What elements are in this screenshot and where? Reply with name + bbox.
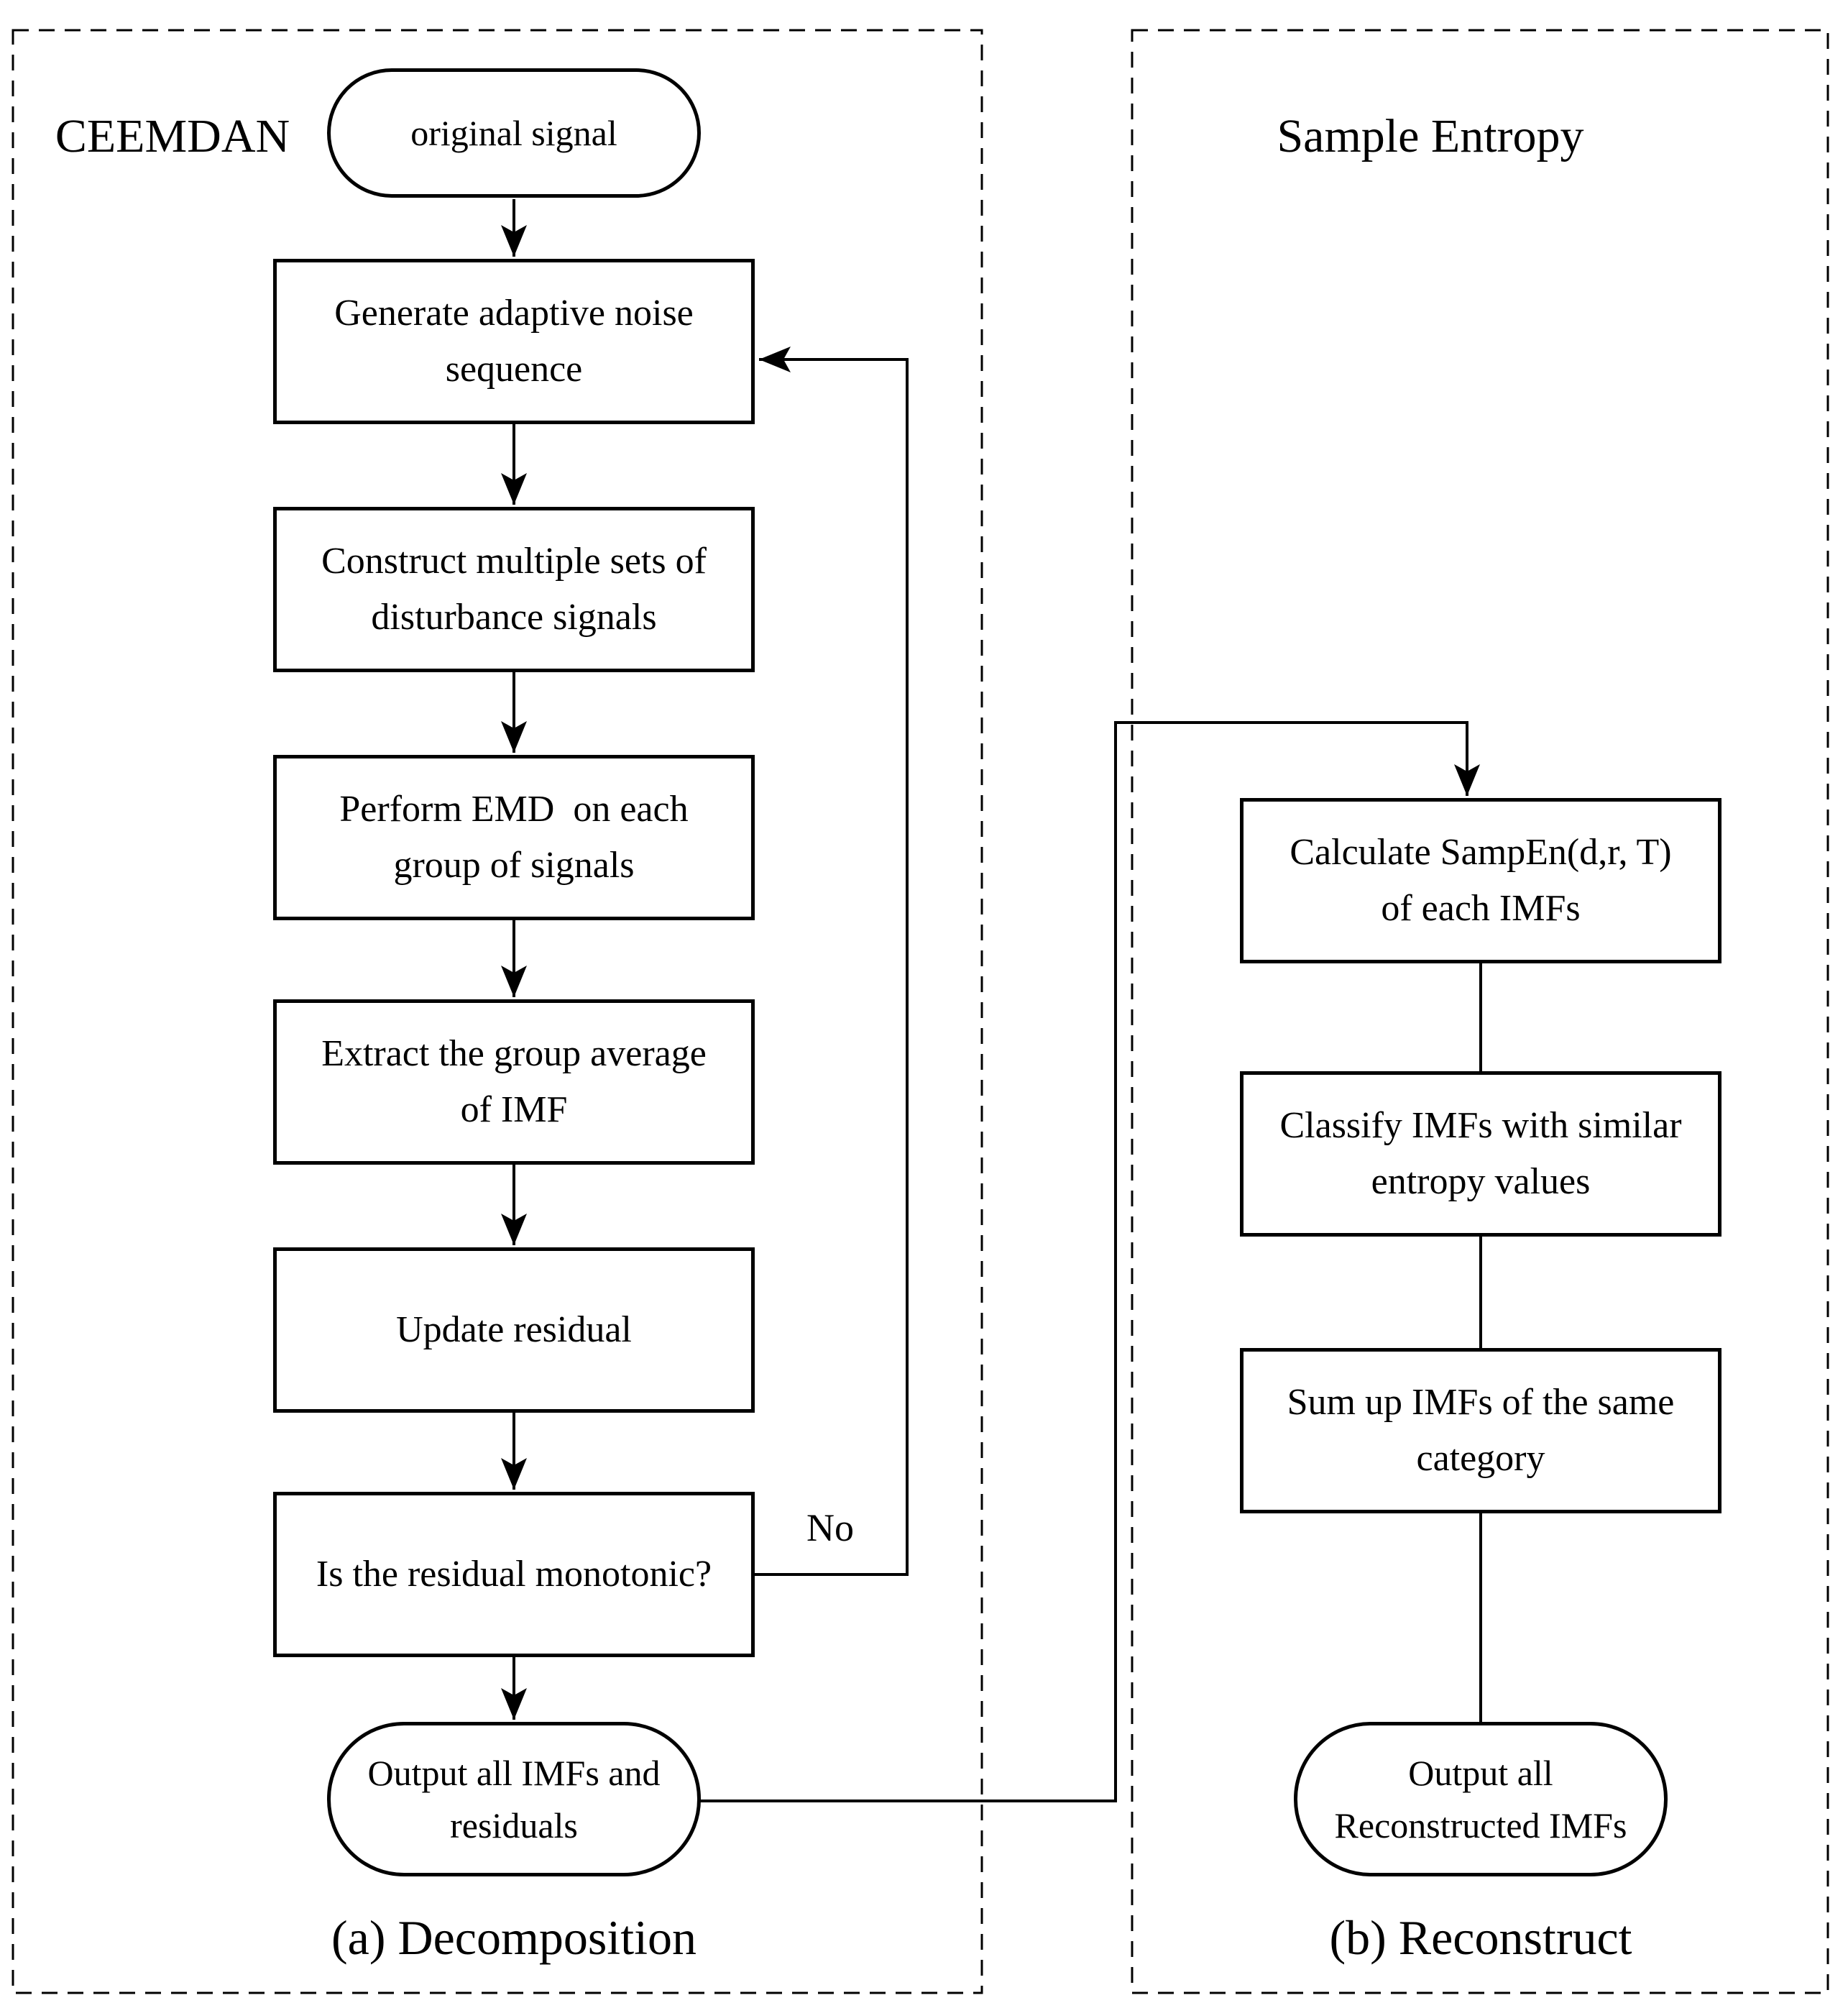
no-branch-label: No bbox=[776, 1499, 884, 1557]
node-classify-imfs: Classify IMFs with similar entropy value… bbox=[1240, 1071, 1721, 1237]
node-calculate-sampen: Calculate SampEn(d,r, T) of each IMFs bbox=[1240, 798, 1721, 963]
no-feedback-loop-line bbox=[755, 347, 909, 1576]
node-residual-monotonic-check-label: Is the residual monotonic? bbox=[316, 1554, 712, 1595]
node-classify-imfs-label: Classify IMFs with similar entropy value… bbox=[1279, 1105, 1682, 1202]
left-panel-title: CEEMDAN bbox=[29, 86, 316, 187]
node-residual-monotonic-check: Is the residual monotonic? bbox=[273, 1492, 755, 1657]
node-extract-group-average: Extract the group average of IMF bbox=[273, 999, 755, 1165]
node-sum-up-imfs: Sum up IMFs of the same category bbox=[1240, 1348, 1721, 1513]
node-perform-emd-label: Perform EMD on each group of signals bbox=[339, 789, 689, 886]
node-sum-up-imfs-label: Sum up IMFs of the same category bbox=[1287, 1382, 1675, 1479]
node-output-reconstructed-imfs: Output all Reconstructed IMFs bbox=[1294, 1722, 1668, 1876]
right-panel-title-text: Sample Entropy bbox=[1277, 110, 1584, 162]
node-construct-disturbance-sets: Construct multiple sets of disturbance s… bbox=[273, 507, 755, 672]
node-calculate-sampen-label: Calculate SampEn(d,r, T) of each IMFs bbox=[1290, 832, 1672, 929]
node-update-residual-label: Update residual bbox=[396, 1309, 632, 1350]
node-original-signal-label: original signal bbox=[410, 112, 617, 153]
node-original-signal: original signal bbox=[327, 68, 701, 198]
node-generate-adaptive-noise: Generate adaptive noise sequence bbox=[273, 259, 755, 424]
caption-decomposition: (a) Decomposition bbox=[262, 1898, 766, 1977]
node-perform-emd: Perform EMD on each group of signals bbox=[273, 755, 755, 920]
no-branch-label-text: No bbox=[806, 1506, 854, 1549]
node-construct-disturbance-sets-label: Construct multiple sets of disturbance s… bbox=[321, 541, 707, 638]
node-update-residual: Update residual bbox=[273, 1247, 755, 1413]
node-output-imfs-residuals-label: Output all IMFs and residuals bbox=[367, 1753, 661, 1846]
left-panel-title-text: CEEMDAN bbox=[55, 110, 290, 162]
connector-decomposition-to-reconstruct bbox=[699, 721, 1480, 1802]
panel-reconstruct-border bbox=[1131, 29, 1829, 1994]
right-panel-title: Sample Entropy bbox=[1179, 86, 1682, 187]
caption-reconstruct-text: (b) Reconstruct bbox=[1329, 1910, 1632, 1965]
node-output-imfs-residuals: Output all IMFs and residuals bbox=[327, 1722, 701, 1876]
caption-reconstruct: (b) Reconstruct bbox=[1229, 1898, 1732, 1977]
node-extract-group-average-label: Extract the group average of IMF bbox=[321, 1033, 707, 1130]
node-output-reconstructed-imfs-label: Output all Reconstructed IMFs bbox=[1334, 1753, 1627, 1846]
panel-decomposition-border bbox=[12, 29, 983, 1994]
node-generate-adaptive-noise-label: Generate adaptive noise sequence bbox=[334, 293, 694, 390]
caption-decomposition-text: (a) Decomposition bbox=[331, 1910, 697, 1965]
